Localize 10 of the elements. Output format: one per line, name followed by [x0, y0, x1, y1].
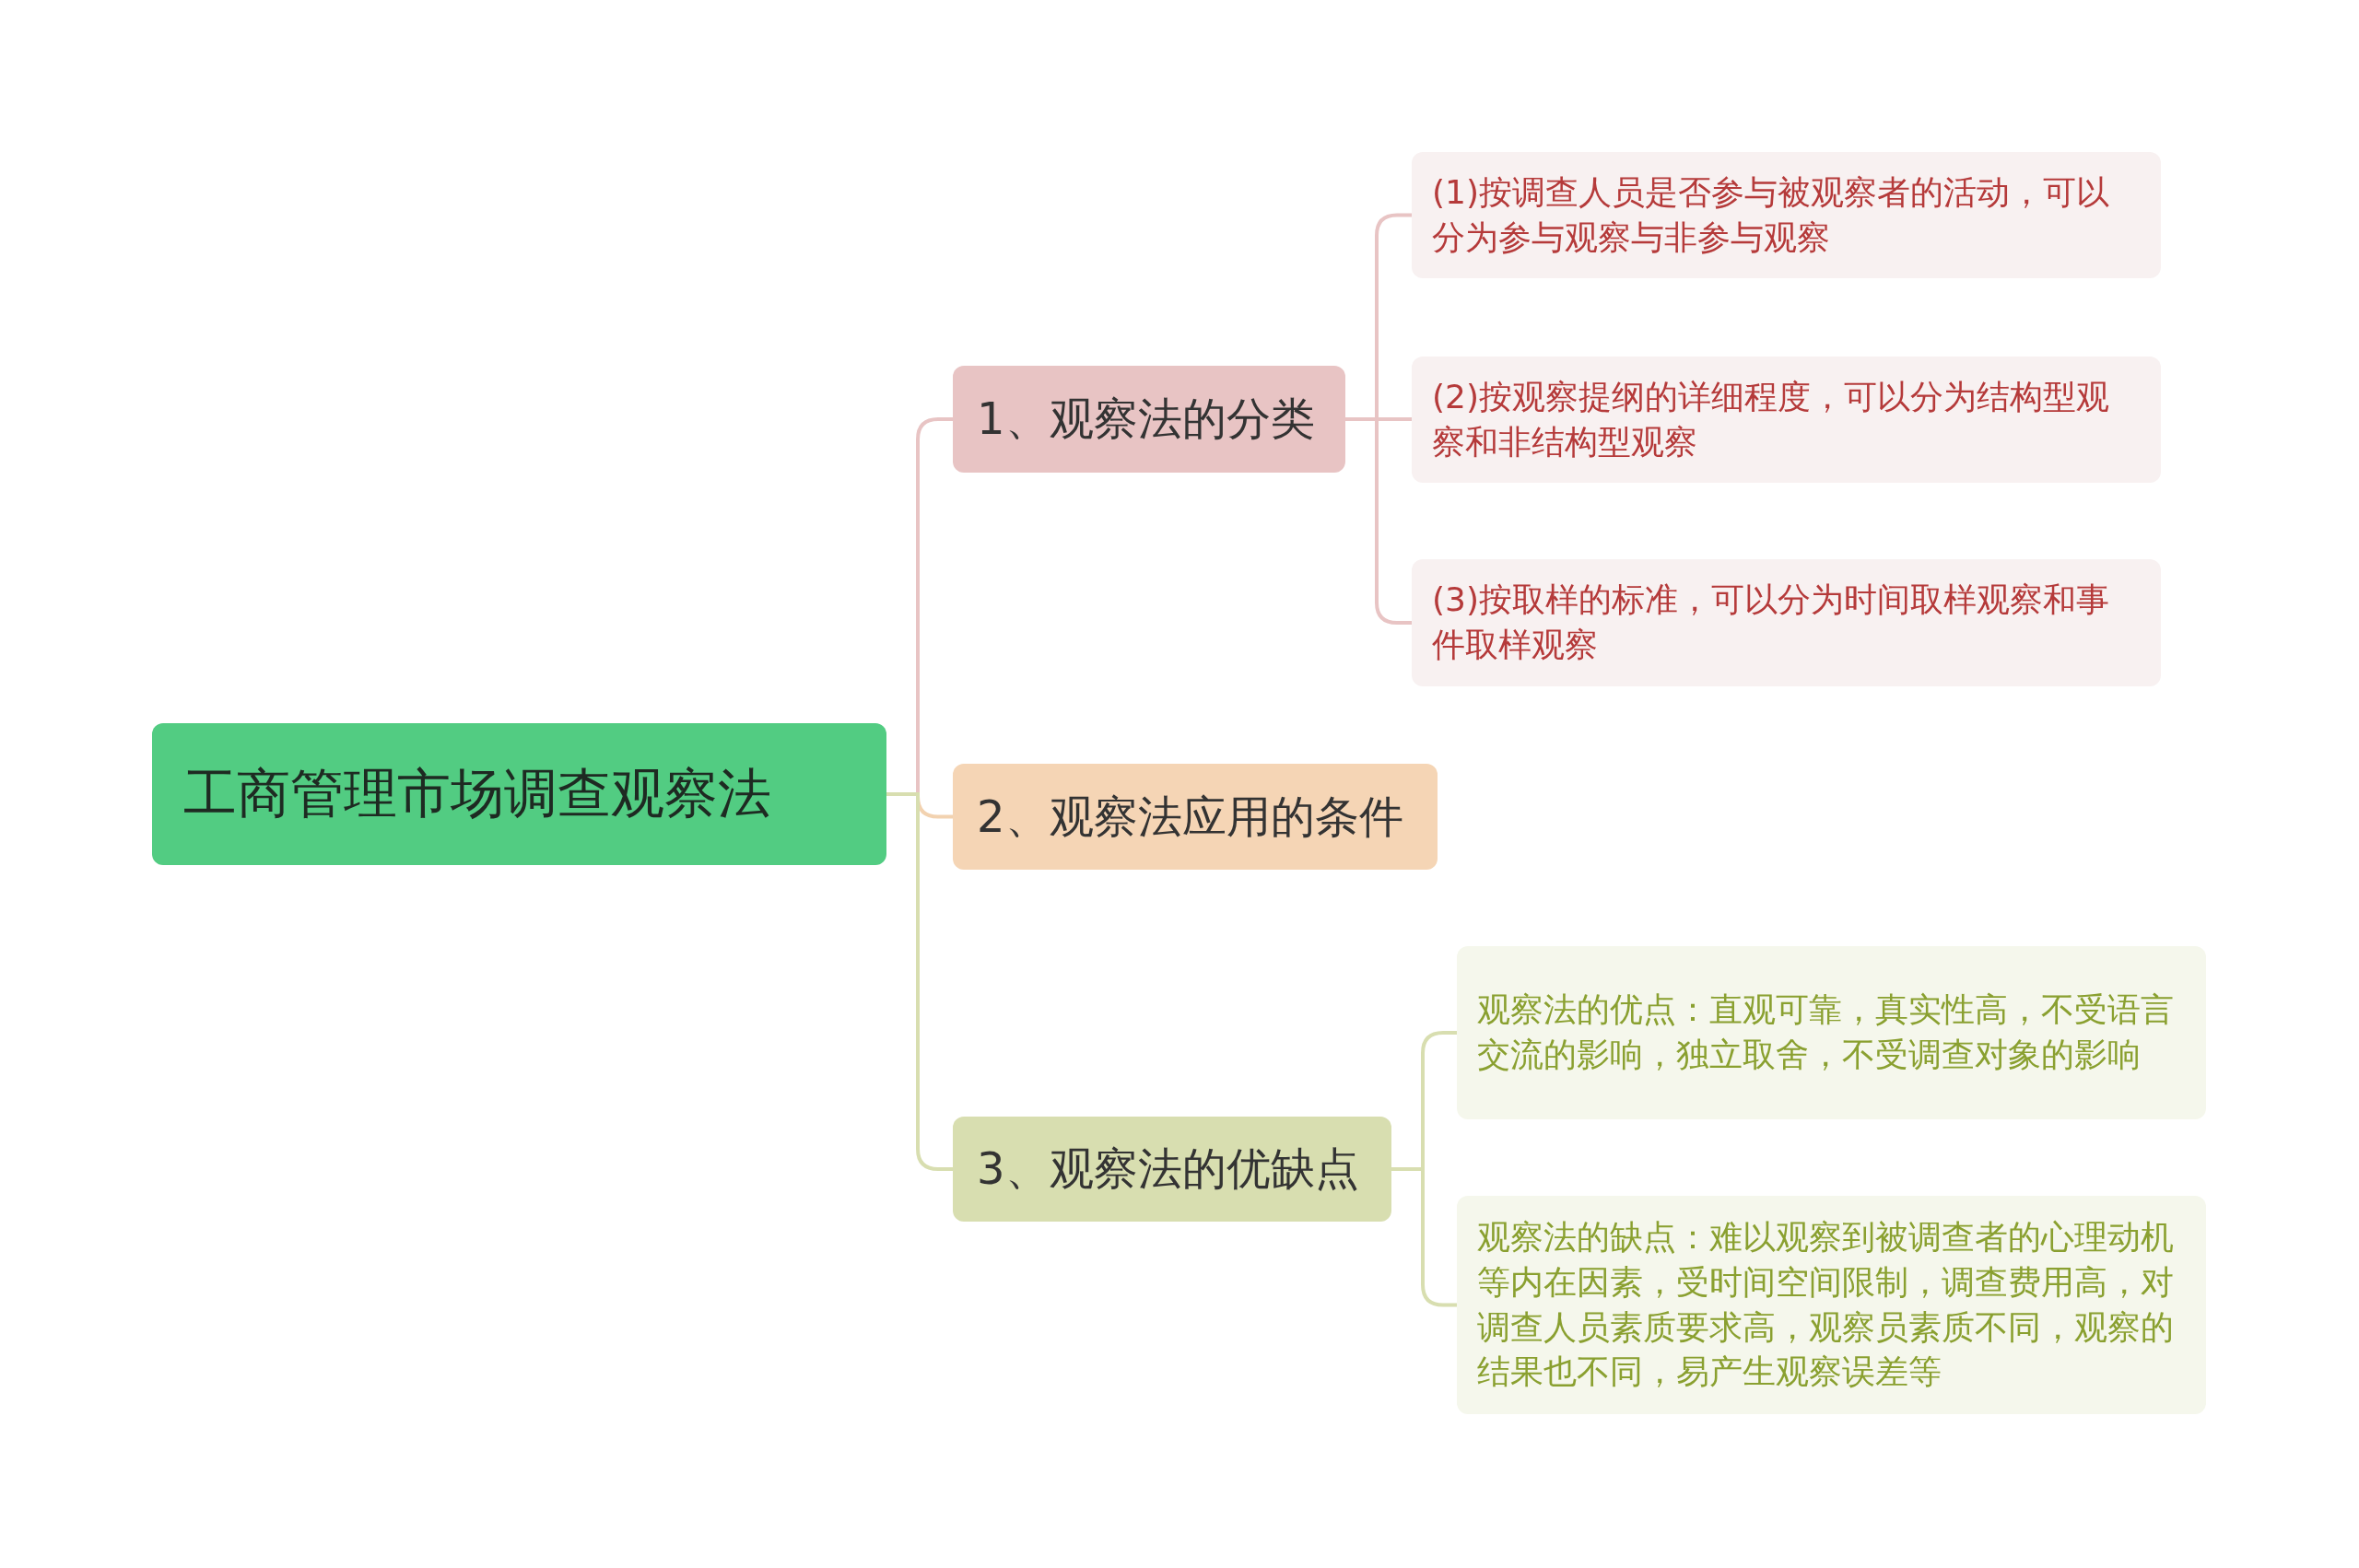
topic-box: 1、观察法的分类 — [953, 366, 1345, 473]
root-topic-box: 工商管理市场调查观察法 — [152, 723, 886, 865]
subtopic-box: 观察法的缺点：难以观察到被调查者的心理动机等内在因素，受时间空间限制，调查费用高，对调查人员素质要求高，观察员素质不同，观察的结果也不同，易产生观察误差等 — [1457, 1196, 2206, 1414]
connector-line — [1345, 417, 1412, 625]
topic-box: 2、观察法应用的条件 — [953, 764, 1438, 870]
subtopic-box: (3)按取样的标准，可以分为时间取样观察和事件取样观察 — [1412, 559, 2161, 686]
subtopic-box: (1)按调查人员是否参与被观察者的活动，可以分为参与观察与非参与观察 — [1412, 152, 2161, 278]
subtopic-box: (2)按观察提纲的详细程度，可以分为结构型观察和非结构型观察 — [1412, 357, 2161, 483]
topic-box: 3、观察法的优缺点 — [953, 1117, 1391, 1222]
subtopic-box: 观察法的优点：直观可靠，真实性高，不受语言交流的影响，独立取舍，不受调查对象的影响 — [1457, 946, 2206, 1119]
